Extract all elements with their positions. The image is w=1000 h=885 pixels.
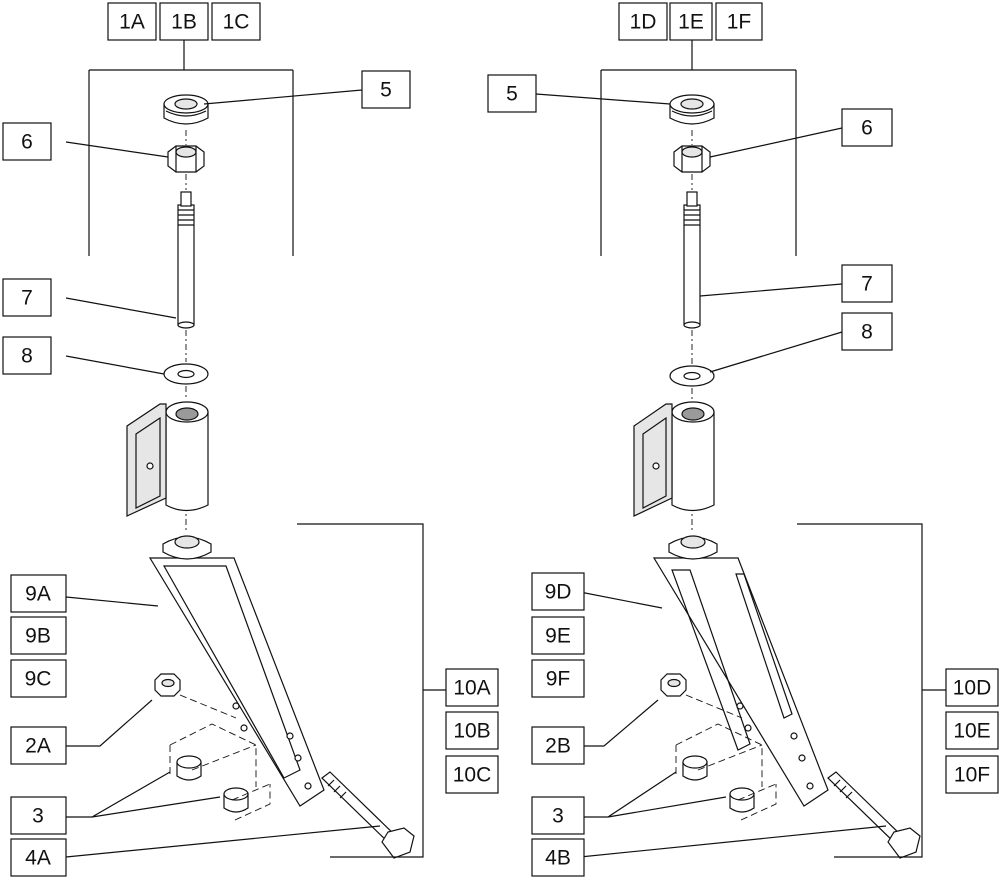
svg-text:1D: 1D [630, 11, 657, 34]
svg-text:10D: 10D [953, 677, 992, 700]
hardware-path [169, 694, 271, 821]
label-9d: 9D [531, 572, 585, 611]
svg-text:8: 8 [861, 321, 873, 344]
part-4a-bolt [321, 771, 415, 859]
svg-text:9B: 9B [25, 625, 51, 648]
caster-housing-right [633, 401, 715, 517]
svg-text:10F: 10F [954, 764, 990, 787]
label-9c: 9C [10, 659, 67, 698]
svg-text:3: 3 [552, 805, 564, 828]
svg-text:1E: 1E [678, 11, 704, 34]
label-10c: 10C [445, 755, 499, 794]
part-9d-fork [652, 535, 829, 807]
label-4b: 4B [531, 838, 585, 877]
svg-text:2B: 2B [545, 735, 571, 758]
label-1c: 1C [211, 2, 261, 41]
bracket-1def [600, 40, 797, 256]
left-assembly [65, 40, 446, 859]
label-1d: 1D [618, 2, 668, 41]
label-10d: 10D [945, 668, 999, 707]
svg-text:10E: 10E [953, 720, 990, 743]
label-8-right: 8 [841, 312, 893, 351]
bracket-10abc [297, 523, 446, 858]
part-3-spacers-right [682, 755, 755, 813]
label-10b: 10B [445, 711, 499, 750]
label-5: 5 [361, 70, 411, 109]
svg-text:6: 6 [21, 131, 33, 154]
label-1b: 1B [159, 2, 209, 41]
svg-text:9D: 9D [545, 581, 572, 604]
hardware-path-right [675, 694, 777, 821]
svg-text:1C: 1C [223, 11, 250, 34]
label-10a: 10A [445, 668, 499, 707]
svg-text:9C: 9C [25, 668, 52, 691]
label-9b: 9B [10, 616, 67, 655]
part-7-pivot-pin [177, 191, 195, 329]
part-6-locknut-right [673, 145, 711, 173]
svg-text:10A: 10A [453, 677, 490, 700]
label-2a: 2A [10, 726, 67, 765]
svg-text:7: 7 [21, 287, 33, 310]
svg-text:8: 8 [21, 345, 33, 368]
svg-text:10C: 10C [453, 764, 492, 787]
svg-text:9A: 9A [25, 583, 51, 606]
part-5-bushing-right [669, 94, 715, 125]
label-9f: 9F [531, 659, 585, 698]
label-6-right: 6 [841, 108, 893, 147]
label-10e: 10E [945, 711, 999, 750]
label-10f: 10F [945, 755, 999, 794]
svg-text:9F: 9F [546, 668, 571, 691]
part-6-locknut [167, 145, 205, 173]
svg-text:1F: 1F [727, 11, 752, 34]
svg-text:9E: 9E [545, 625, 571, 648]
svg-text:1A: 1A [119, 11, 145, 34]
leader-lines-right [535, 93, 887, 858]
part-2a-nut [154, 673, 181, 697]
svg-text:6: 6 [861, 117, 873, 140]
svg-text:1B: 1B [171, 11, 197, 34]
svg-text:4B: 4B [545, 847, 571, 870]
part-5-bushing [163, 94, 209, 125]
label-2b: 2B [531, 726, 585, 765]
label-5-right: 5 [487, 74, 537, 113]
label-4a: 4A [10, 838, 67, 877]
svg-text:3: 3 [32, 805, 44, 828]
label-3-right: 3 [531, 796, 585, 835]
part-8-washer-right [669, 365, 715, 387]
part-8-washer [163, 363, 209, 385]
label-9a: 9A [10, 574, 67, 613]
svg-text:7: 7 [861, 273, 873, 296]
svg-text:5: 5 [506, 83, 518, 106]
svg-text:2A: 2A [25, 735, 51, 758]
label-9e: 9E [531, 616, 585, 655]
part-9a-fork [148, 535, 325, 807]
label-8: 8 [2, 336, 52, 375]
caster-housing [126, 401, 209, 517]
bracket-10def [797, 523, 946, 858]
label-1e: 1E [669, 2, 713, 41]
label-7-right: 7 [841, 264, 893, 303]
label-6: 6 [2, 122, 52, 161]
svg-text:5: 5 [380, 79, 392, 102]
right-assembly [535, 40, 946, 859]
part-4b-bolt [827, 771, 921, 859]
label-1f: 1F [715, 2, 763, 41]
label-3: 3 [10, 796, 67, 835]
label-7: 7 [2, 278, 52, 317]
svg-text:4A: 4A [25, 847, 51, 870]
leader-lines-left [65, 89, 381, 858]
part-2b-nut [660, 673, 687, 697]
part-3-spacers [176, 755, 249, 813]
bracket-1abc [88, 40, 294, 256]
label-1a: 1A [107, 2, 157, 41]
part-7-pivot-pin-right [683, 191, 701, 329]
svg-text:10B: 10B [453, 720, 490, 743]
